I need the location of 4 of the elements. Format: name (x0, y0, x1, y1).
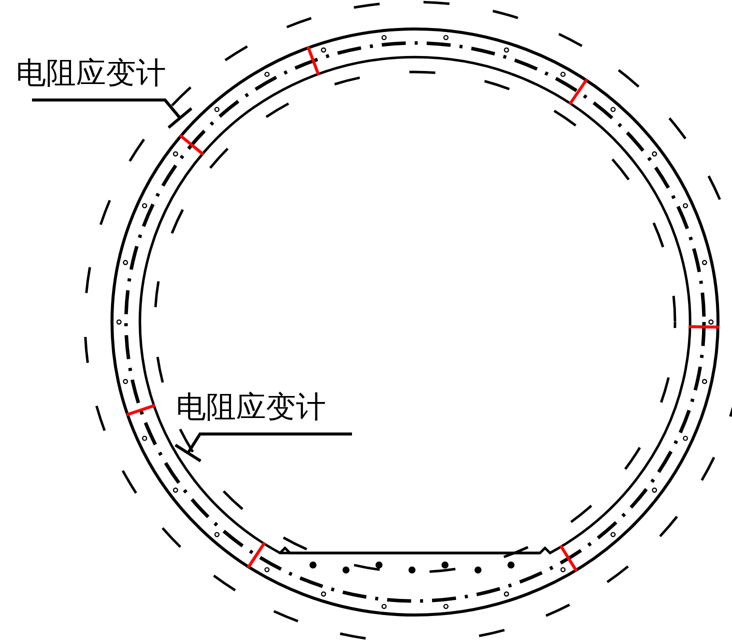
gauge-label: 电阻应变计 (176, 391, 326, 424)
leader-line (32, 98, 194, 130)
gauge-label: 电阻应变计 (16, 57, 166, 90)
leader-line (174, 432, 352, 462)
